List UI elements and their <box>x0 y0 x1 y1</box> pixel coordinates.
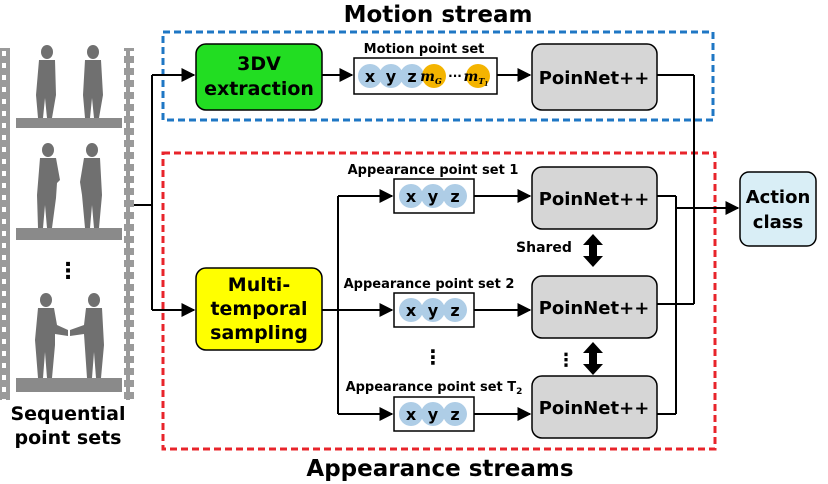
shared-double-arrow-1 <box>583 234 603 267</box>
appearance-point-set-1: x y z <box>393 178 475 214</box>
shared-double-arrow-2 <box>583 342 603 375</box>
input-label-line2: point sets <box>15 427 122 449</box>
appearance-point-set-2: x y z <box>393 292 475 328</box>
sampling-line3: sampling <box>210 322 308 344</box>
setT-token-x: x <box>406 405 417 424</box>
shared-label: Shared <box>516 240 572 256</box>
appearance-sets-ellipsis: ⋮ <box>423 345 443 369</box>
setT-token-y: y <box>428 405 439 424</box>
appearance-streams-title: Appearance streams <box>306 456 573 482</box>
3dv-extraction-box: 3DV extraction <box>195 43 323 111</box>
setT-token-z: z <box>450 405 459 424</box>
token-m-first-label: mG <box>420 69 442 86</box>
motion-point-set-label: Motion point set <box>364 42 485 57</box>
appearance-point-set-T2: x y z <box>393 396 475 432</box>
set1-token-x: x <box>406 187 417 206</box>
appearance-pointnet-box-2: PoinNet++ <box>531 275 658 339</box>
set2-token-z: z <box>450 301 459 320</box>
3dv-extraction-line2: extraction <box>204 78 314 100</box>
set1-token-y: y <box>428 187 439 206</box>
token-x <box>358 64 382 88</box>
token-z-label: z <box>407 67 416 86</box>
point-cloud-frame-1 <box>16 45 122 128</box>
token-z <box>400 64 424 88</box>
set2-token-x: x <box>406 301 417 320</box>
action-class-line1: Action <box>746 187 811 208</box>
pointnet-ellipsis: ⋮ <box>557 350 575 371</box>
film-left-edge <box>0 48 10 400</box>
set2-token-y: y <box>428 301 439 320</box>
multi-temporal-sampling-box: Multi- temporal sampling <box>195 267 323 351</box>
token-m-dots: ··· <box>448 69 462 83</box>
appearance-streams-region <box>161 151 717 451</box>
appearance-pointnet-1-label: PoinNet++ <box>539 189 650 210</box>
token-y-label: y <box>386 67 397 86</box>
motion-stream-title: Motion stream <box>344 2 533 28</box>
motion-point-set: x y z mG ··· mT1 <box>353 57 498 95</box>
set1-token-z: z <box>450 187 459 206</box>
token-y <box>379 64 403 88</box>
film-strip: ⋮ Sequential point sets <box>0 45 134 449</box>
appearance-setT-label: Appearance point set T2 <box>346 380 523 397</box>
appearance-pointnet-box-T2: PoinNet++ <box>531 375 658 439</box>
connectors <box>134 68 740 421</box>
appearance-set1-label: Appearance point set 1 <box>348 163 519 178</box>
action-class-line2: class <box>753 212 803 233</box>
input-label-line1: Sequential <box>10 403 125 425</box>
token-m-first <box>422 64 446 88</box>
point-cloud-frame-3 <box>16 293 122 392</box>
appearance-pointnet-T2-label: PoinNet++ <box>539 398 650 419</box>
sampling-line1: Multi- <box>228 274 290 296</box>
frames-ellipsis: ⋮ <box>57 259 79 284</box>
motion-pointnet-label: PoinNet++ <box>539 68 650 89</box>
3dv-extraction-line1: 3DV <box>237 53 281 75</box>
film-right-edge <box>124 48 134 400</box>
appearance-pointnet-2-label: PoinNet++ <box>539 298 650 319</box>
action-class-box: Action class <box>739 171 817 247</box>
token-m-last-label: mT1 <box>464 69 489 88</box>
token-m-last <box>466 64 490 88</box>
appearance-set2-label: Appearance point set 2 <box>344 277 515 292</box>
sampling-line2: temporal <box>210 298 307 320</box>
point-cloud-frame-2 <box>16 143 122 240</box>
motion-pointnet-box: PoinNet++ <box>531 43 658 111</box>
appearance-pointnet-box-1: PoinNet++ <box>531 166 658 230</box>
token-x-label: x <box>365 67 376 86</box>
